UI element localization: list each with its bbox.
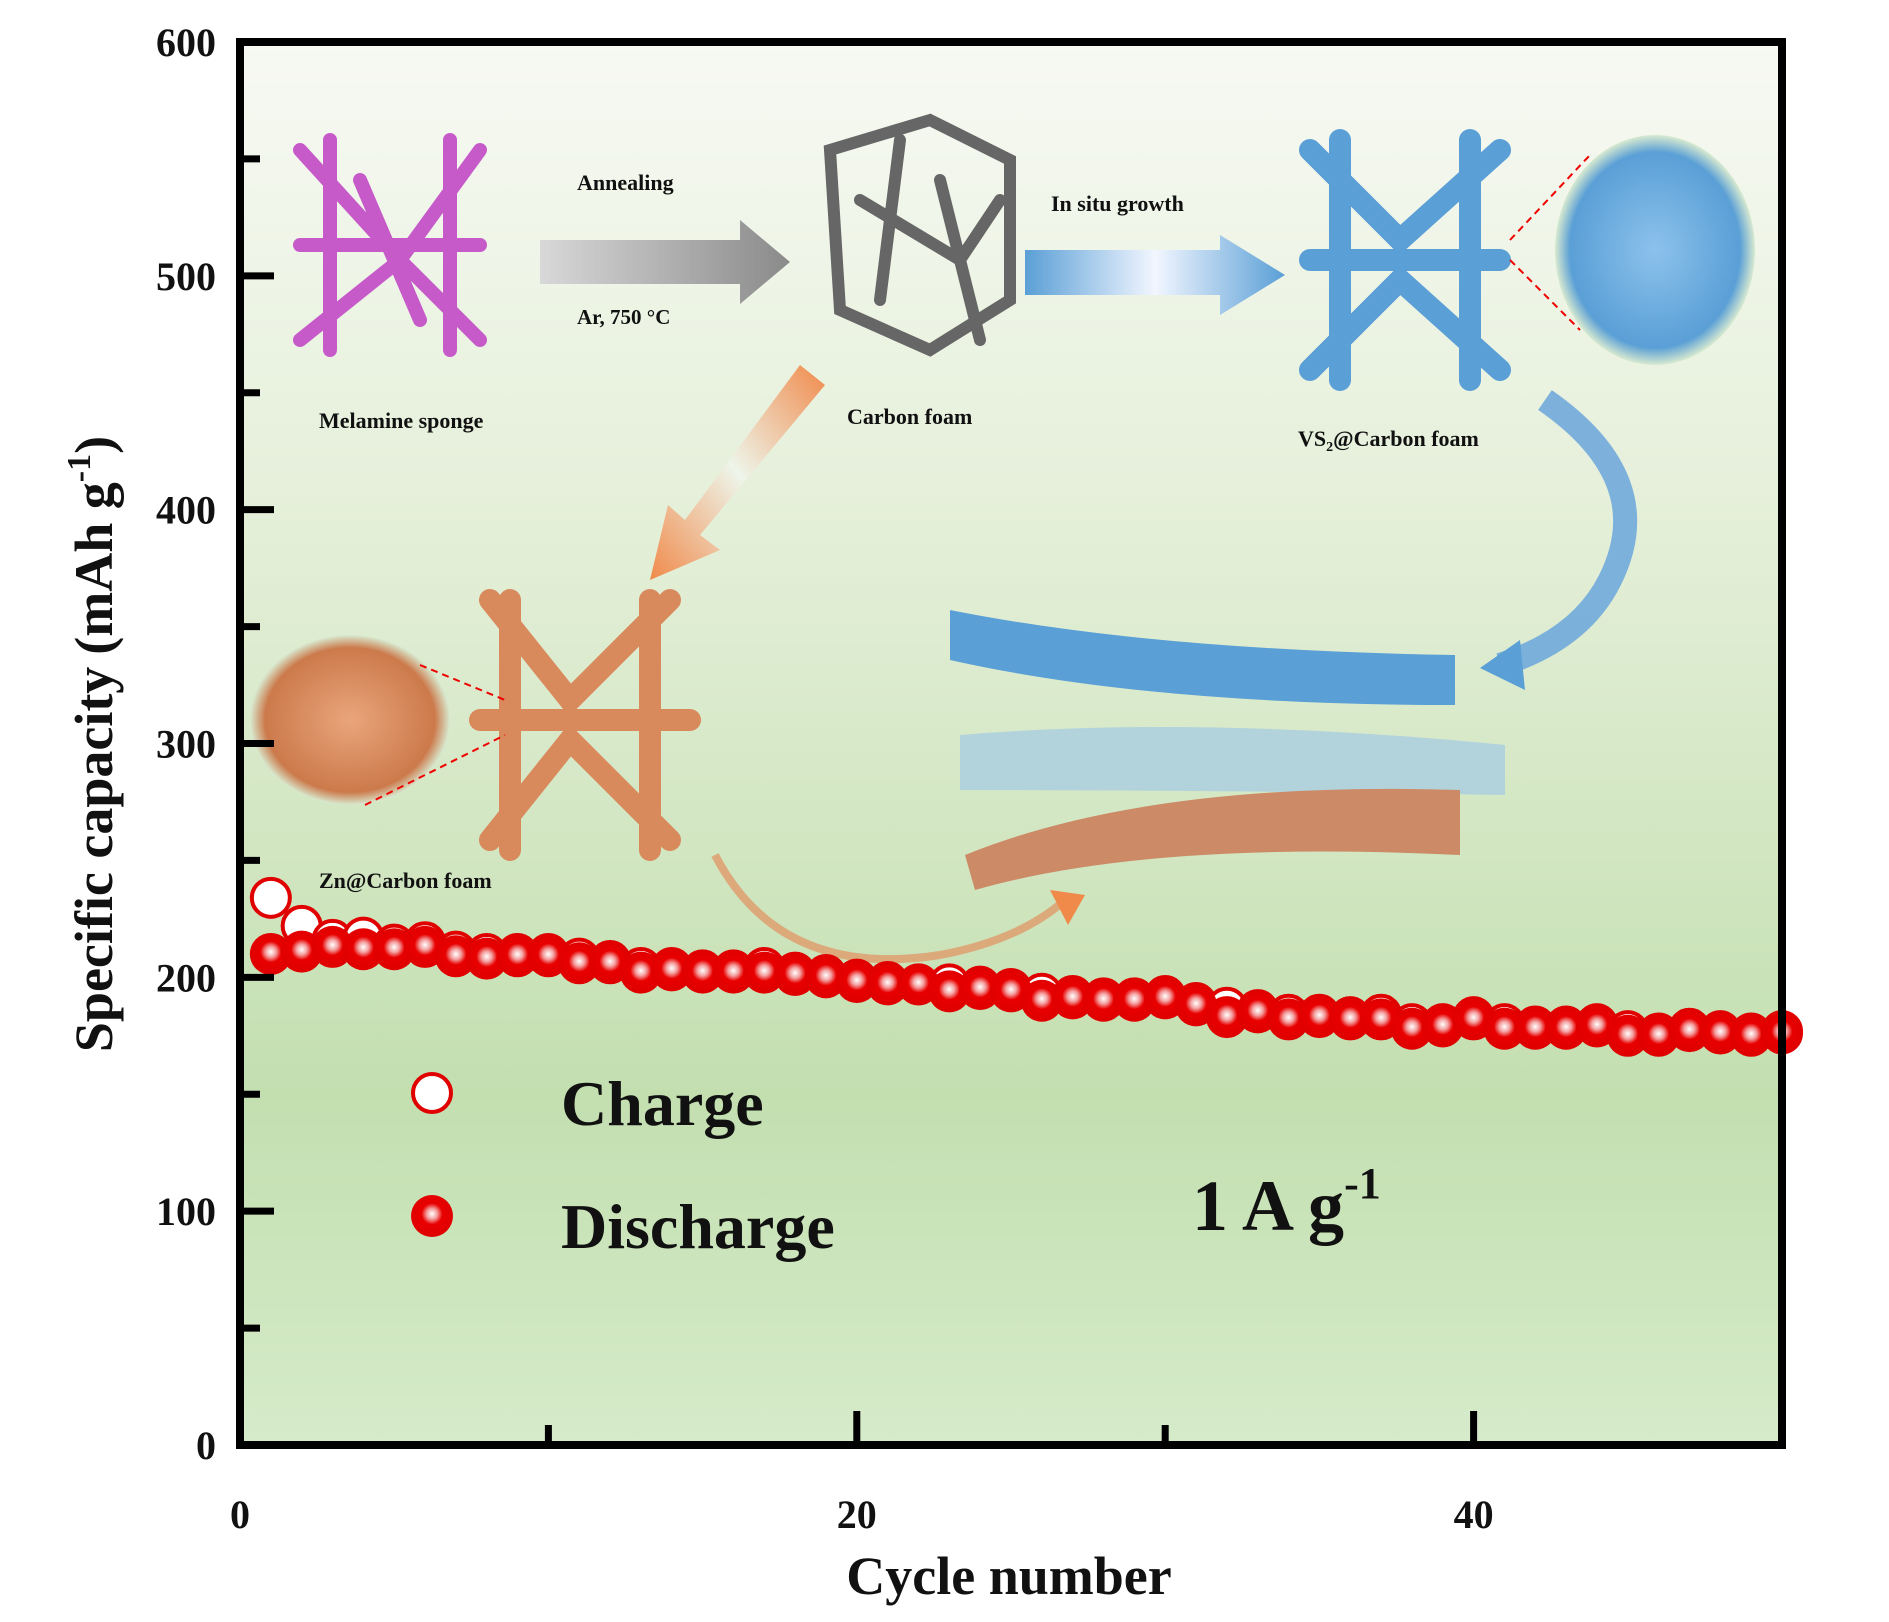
label-annealing: Annealing [577, 170, 674, 195]
current-density-annotation: 1 A g-1 [1192, 1159, 1381, 1246]
vs2-carbon-foam-image [1299, 129, 1511, 391]
discharge-point [1113, 979, 1156, 1022]
label-zn-carbon-foam: Zn@Carbon foam [319, 868, 492, 893]
discharge-point [866, 963, 909, 1006]
x-tick-label: 0 [230, 1492, 250, 1537]
zn-nanosheet-zoom [250, 635, 450, 805]
discharge-point [1730, 1014, 1773, 1057]
discharge-point [650, 949, 693, 992]
discharge-point [1267, 998, 1310, 1041]
x-tick-label: 20 [837, 1492, 877, 1537]
series-layer [249, 876, 1803, 1057]
discharge-point [1545, 1007, 1588, 1050]
discharge-point [1329, 998, 1372, 1041]
discharge-point [1298, 996, 1341, 1039]
label-in-situ-growth: In situ growth [1051, 191, 1184, 216]
label-vs2-carbon-foam: VS2@Carbon foam [1298, 426, 1479, 455]
discharge-point [835, 961, 878, 1004]
label-melamine-sponge: Melamine sponge [319, 408, 484, 433]
discharge-point [774, 953, 817, 996]
discharge-point [1606, 1014, 1649, 1057]
discharge-point [1668, 1010, 1711, 1053]
y-tick-labels: 0 100 200 300 400 500 600 [156, 20, 216, 1468]
discharge-point [434, 935, 477, 978]
y-tick-label: 0 [196, 1423, 216, 1468]
y-tick-label: 500 [156, 254, 216, 299]
discharge-point [1483, 1007, 1526, 1050]
in-situ-growth-arrow [1025, 235, 1285, 315]
discharge-point [619, 951, 662, 994]
x-tick-labels: 0 20 40 [230, 1492, 1494, 1537]
y-tick-label: 600 [156, 20, 216, 65]
discharge-point [1082, 979, 1125, 1022]
curved-blue-arrow [1496, 390, 1638, 677]
discharge-point [496, 935, 539, 978]
discharge-point [1020, 979, 1063, 1022]
battery-vs2-layer [950, 610, 1455, 705]
discharge-point [280, 930, 323, 973]
discharge-point [743, 951, 786, 994]
discharge-point [804, 956, 847, 999]
annealing-arrow [540, 220, 790, 304]
discharge-point [373, 928, 416, 971]
discharge-point [342, 928, 385, 971]
battery-zn-layer [965, 788, 1460, 890]
axis-ticks [240, 38, 1478, 1449]
y-tick-label: 100 [156, 1189, 216, 1234]
zoom-dashed-lines [1509, 154, 1591, 331]
charge-point [249, 876, 292, 919]
carbon-foam-image [823, 113, 1016, 357]
curved-orange-arrow [711, 853, 1068, 964]
label-conditions: Ar, 750 °C [577, 305, 670, 329]
discharge-point [1637, 1014, 1680, 1057]
y-axis-label: Specific capacity(mAh g-1) [61, 436, 124, 1052]
legend-discharge-label: Discharge [561, 1191, 835, 1262]
legend-discharge-marker [411, 1195, 453, 1237]
x-axis-label: Cycle number [846, 1546, 1171, 1606]
vs2-nanosheet-zoom [1555, 135, 1755, 365]
discharge-point [1390, 1007, 1433, 1050]
discharge-point [311, 925, 354, 968]
curved-orange-arrowhead [1050, 890, 1085, 925]
orange-arrow [650, 365, 825, 580]
melamine-sponge-image [293, 133, 487, 357]
discharge-point [1205, 996, 1248, 1039]
discharge-point [712, 951, 755, 994]
discharge-point [681, 951, 724, 994]
legend-charge-marker [411, 1072, 453, 1114]
discharge-point [465, 937, 508, 980]
legend-charge-label: Charge [561, 1068, 764, 1139]
discharge-point [249, 932, 292, 975]
zn-carbon-foam-image [469, 589, 701, 861]
discharge-point [1699, 1012, 1742, 1055]
discharge-point [928, 970, 971, 1013]
y-tick-label: 200 [156, 955, 216, 1000]
legend: Charge Discharge [411, 1068, 835, 1262]
discharge-point [1051, 977, 1094, 1020]
y-tick-label: 300 [156, 722, 216, 767]
synthesis-schematic: Melamine sponge Annealing Ar, 750 °C Car… [250, 113, 1755, 964]
curved-blue-arrowhead [1480, 640, 1525, 690]
discharge-point [558, 942, 601, 985]
x-tick-label: 40 [1454, 1492, 1494, 1537]
zn-zoom-dashed-lines [364, 664, 506, 806]
discharge-point [959, 968, 1002, 1011]
battery-separator-layer [960, 727, 1505, 795]
label-carbon-foam: Carbon foam [847, 404, 972, 429]
discharge-point [1514, 1007, 1557, 1050]
y-tick-label: 400 [156, 488, 216, 533]
